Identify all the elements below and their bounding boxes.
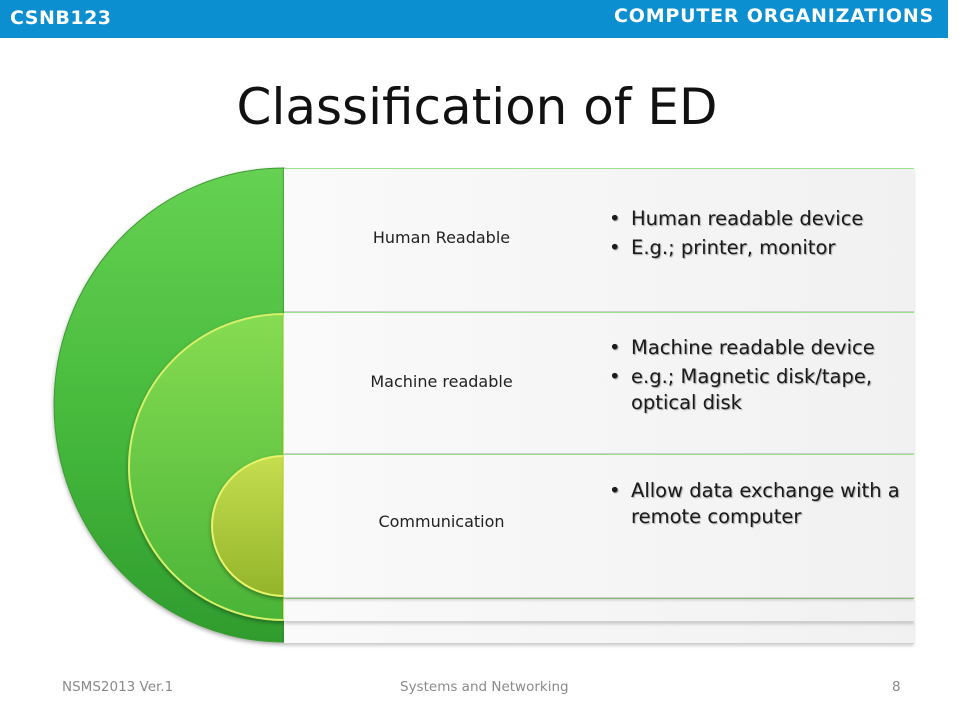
category-label-communication: Communication [378,512,505,531]
bullet-text: Human readable device [631,207,864,230]
bullet-list-human-readable: • Human readable device • E.g.; printer, m… [606,206,911,264]
bullet-icon: • [609,235,621,259]
bullet-text: E.g.; printer, monitor [631,235,836,259]
bullet-text: e.g.; Magnetic disk/tape, optical disk [631,364,873,414]
bullet-icon: • [609,364,621,388]
bullet-item: • Machine readable device [606,335,911,361]
bullet-icon: • [609,336,621,359]
panel-machine-readable [284,312,914,454]
bullet-item: • Allow data exchange with a remote compu… [606,478,911,530]
footer-center-title: Systems and Networking [400,679,569,695]
panel-human-readable [284,168,914,312]
bullet-item: • E.g.; printer, monitor [606,235,911,261]
bullet-icon: • [609,479,621,502]
bullet-list-machine-readable: • Machine readable device • e.g.; Magnetic… [606,335,911,419]
panel-communication [284,454,914,598]
category-label-human-readable: Human Readable [372,228,511,247]
slide-title: Classification of ED [236,78,718,136]
header-bar: CSNB123 COMPUTER ORGANIZATIONS [0,0,948,38]
footer-page-number: 8 [892,679,901,695]
bullet-list-communication: • Allow data exchange with a remote compu… [606,478,911,533]
inner-arc-communication [211,454,285,598]
bullet-item: • Human readable device [606,206,911,232]
panel-strip-outer [284,620,914,644]
panel-strip-middle [284,598,914,622]
bullet-text: Machine readable device [631,336,875,359]
course-code: CSNB123 [10,7,112,29]
bullet-icon: • [609,207,621,230]
category-label-machine-readable: Machine readable [370,372,513,391]
footer-version: NSMS2013 Ver.1 [62,679,174,695]
bullet-text: Allow data exchange with a remote comput… [631,479,900,528]
bullet-item: • e.g.; Magnetic disk/tape, optical disk [606,364,911,416]
course-name: COMPUTER ORGANIZATIONS [614,5,934,27]
